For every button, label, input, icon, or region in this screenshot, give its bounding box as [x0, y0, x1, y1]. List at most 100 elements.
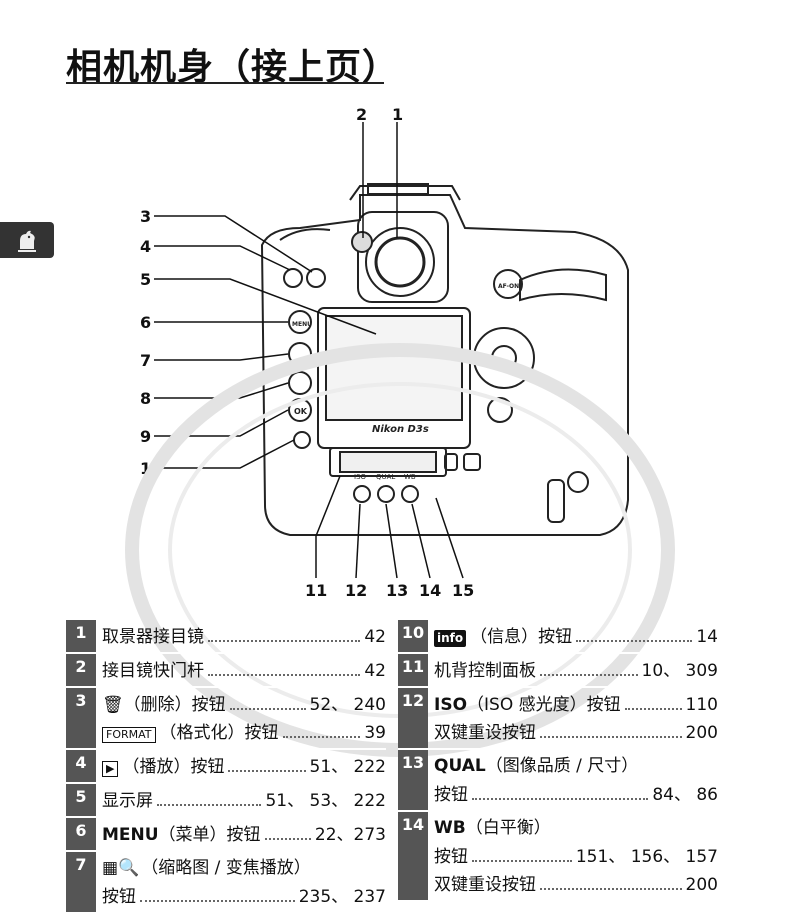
item-label: 取景器接目镜 [102, 627, 204, 647]
play-icon: ▶ [102, 761, 119, 777]
callout-14: 14 [419, 581, 441, 600]
item-label: （图像品质 / 尺寸） [485, 756, 639, 776]
page-ref: 42 [364, 661, 386, 681]
format-icon: FORMAT [102, 727, 156, 743]
callout-2: 2 [356, 105, 367, 124]
dot-leader [229, 690, 306, 710]
page-ref: 51、 222 [309, 757, 386, 777]
item-number: 13 [398, 750, 428, 810]
item-number: 7 [66, 852, 96, 912]
menu-button-label: MENU [292, 321, 312, 328]
item-label: （播放）按钮 [122, 757, 225, 777]
page-ref: 235、 237 [298, 887, 386, 907]
page-ref: 110 [685, 695, 718, 715]
dot-leader [624, 690, 682, 710]
page-ref: 200 [685, 875, 718, 895]
table-row: 11 机背控制面板 10、 309 [398, 654, 718, 688]
item-number: 12 [398, 688, 428, 748]
eyepiece [351, 211, 449, 303]
dot-leader [264, 820, 311, 840]
page-ref: 151、 156、 157 [575, 847, 718, 867]
bottom-buttons [353, 485, 419, 503]
table-row: 6 MENU （菜单）按钮 22、273 [66, 818, 386, 852]
dot-leader [208, 656, 361, 676]
item-number: 1 [66, 620, 96, 652]
callout-7: 7 [140, 351, 151, 370]
item-label: 双键重设按钮 [434, 723, 536, 743]
camera-back-diagram: Nikon D3s MENU OK AF-ON ISO QUAL WB [140, 105, 629, 600]
item-number: 11 [398, 654, 428, 686]
callout-9: 9 [140, 427, 151, 446]
callout-15: 15 [452, 581, 474, 600]
wb-label: WB [404, 473, 416, 481]
ok-button-label: OK [294, 407, 308, 416]
rooster-icon [18, 230, 36, 252]
page-ref: 84、 86 [652, 785, 718, 805]
callout-8: 8 [140, 389, 151, 408]
callout-1: 1 [392, 105, 403, 124]
table-row: 3 🗑 （删除）按钮 52、 240 FORMAT （格式化）按钮 39 [66, 688, 386, 750]
item-number: 3 [66, 688, 96, 748]
dot-leader [472, 780, 649, 800]
dot-leader [228, 752, 306, 772]
page-ref: 52、 240 [309, 695, 386, 715]
page-ref: 42 [364, 627, 386, 647]
callout-6: 6 [140, 313, 151, 332]
page-ref: 22、273 [314, 825, 386, 845]
table-row: 12 ISO （ISO 感光度）按钮 110 双键重设按钮 200 [398, 688, 718, 750]
item-label: （缩略图 / 变焦播放） [141, 858, 311, 878]
item-label: （信息）按钮 [470, 627, 573, 647]
table-row: 5 显示屏 51、 53、 222 [66, 784, 386, 818]
callout-13: 13 [386, 581, 408, 600]
dot-leader [540, 870, 682, 890]
table-row: 10 info （信息）按钮 14 [398, 620, 718, 654]
callout-4: 4 [140, 237, 151, 256]
title-underline [66, 82, 384, 84]
item-label: 双键重设按钮 [434, 875, 536, 895]
item-label: 机背控制面板 [434, 661, 536, 681]
iso-label: ISO [434, 695, 468, 715]
item-label: 按钮 [434, 847, 468, 867]
callout-11: 11 [305, 581, 327, 600]
qual-label: QUAL [434, 756, 486, 776]
page-ref: 10、 309 [641, 661, 718, 681]
dot-leader [208, 622, 361, 642]
item-number: 14 [398, 812, 428, 900]
table-row: 1 取景器接目镜 42 [66, 620, 386, 654]
table-row: 14 WB （白平衡） 按钮 151、 156、 157 双键重设按钮 200 [398, 812, 718, 902]
page-title: 相机机身（接上页） [66, 47, 400, 88]
page-ref: 14 [696, 627, 718, 647]
menu-label: MENU [102, 825, 159, 845]
item-label: （格式化）按钮 [159, 723, 279, 743]
item-number: 6 [66, 818, 96, 850]
reference-table-right: 10 info （信息）按钮 14 11 机背控制面板 10、 309 12 I… [398, 620, 718, 902]
monitor [317, 307, 471, 477]
item-number: 10 [398, 620, 428, 652]
dot-leader [157, 786, 262, 806]
item-label: 按钮 [434, 785, 468, 805]
page-ref: 39 [364, 723, 386, 743]
iso-label: ISO [354, 473, 367, 481]
qual-label: QUAL [376, 473, 395, 481]
brand-label: Nikon D3s [372, 424, 429, 435]
item-label: 按钮 [102, 887, 136, 907]
trash-icon: 🗑 [102, 695, 124, 715]
callout-5: 5 [140, 270, 151, 289]
item-label: （白平衡） [465, 818, 551, 838]
table-row: 2 接目镜快门杆 42 [66, 654, 386, 688]
item-number: 5 [66, 784, 96, 816]
page-ref: 200 [685, 723, 718, 743]
item-label: 显示屏 [102, 791, 153, 811]
callout-3: 3 [140, 207, 151, 226]
dot-leader [540, 656, 638, 676]
info-icon: info [434, 630, 467, 647]
dot-leader [282, 718, 361, 738]
item-label: （菜单）按钮 [158, 825, 261, 845]
page-ref: 51、 53、 222 [265, 791, 386, 811]
reference-table-left: 1 取景器接目镜 42 2 接目镜快门杆 42 3 🗑 （删除）按钮 [66, 620, 386, 914]
item-label: 接目镜快门杆 [102, 661, 204, 681]
thumbnail-zoom-icon: ▦🔍 [102, 858, 140, 878]
wb-label: WB [434, 818, 466, 838]
table-row: 7 ▦🔍 （缩略图 / 变焦播放） 按钮 235、 237 [66, 852, 386, 914]
table-row: 4 ▶ （播放）按钮 51、 222 [66, 750, 386, 784]
